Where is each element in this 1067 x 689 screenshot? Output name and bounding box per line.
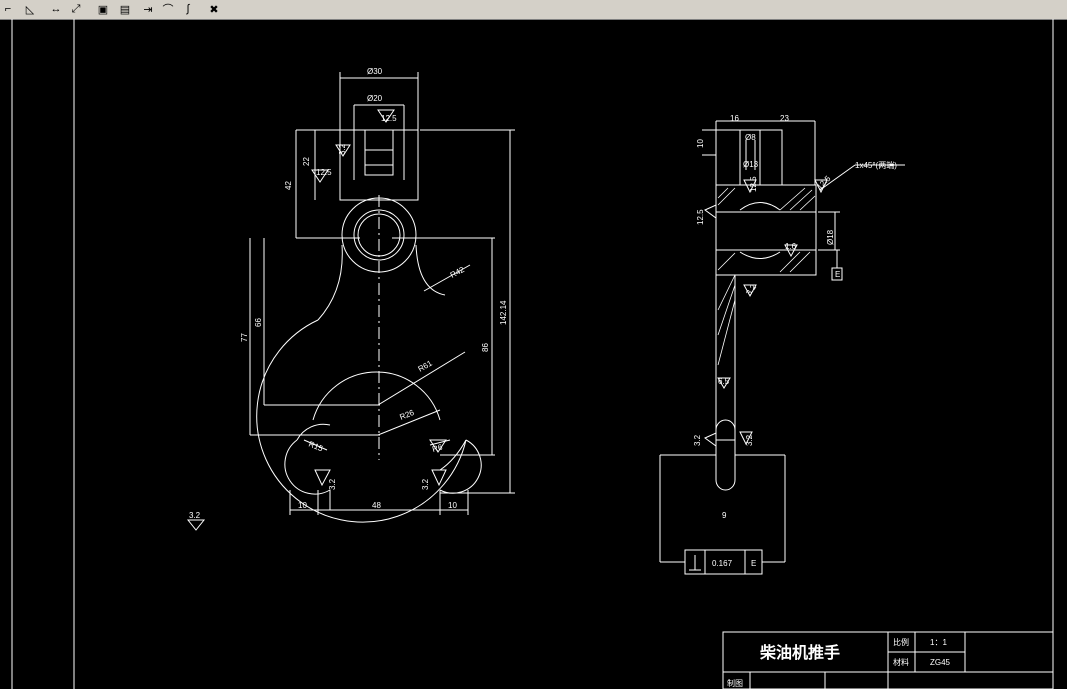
drawn-label: 制图 — [727, 678, 743, 688]
dim-h142: 142.14 — [499, 300, 508, 325]
dim-r42: R42 — [449, 265, 467, 280]
tolerance-value: 0.167 — [712, 559, 733, 568]
dim-d8: Ø8 — [745, 133, 756, 142]
dim-linear-icon[interactable]: ↔ — [50, 3, 62, 15]
dim-r12-5b: 12.5 — [696, 209, 705, 225]
dim-r6: R6 — [431, 442, 444, 453]
dim-h10: 10 — [696, 139, 705, 148]
dim-r12-5c: 12.5 — [749, 176, 758, 192]
dim-r15: R15 — [307, 440, 324, 454]
title-block — [722, 631, 1054, 689]
dim-d20: Ø20 — [367, 94, 383, 103]
dim-s3-2d: 3.2 — [693, 434, 702, 446]
dim-d18: Ø18 — [826, 229, 835, 245]
eraser-icon[interactable]: ✖ — [209, 3, 219, 16]
dim-w23: 23 — [780, 114, 789, 123]
line-tool-icon[interactable]: ⌐ — [4, 3, 12, 15]
material-label: 材料 — [893, 657, 909, 667]
dim-t6-5: 6.5 — [718, 377, 730, 386]
dim-s3-2-corner: 3.2 — [189, 511, 201, 520]
dim-h86: 86 — [481, 343, 490, 352]
drawing-canvas[interactable]: Ø30 Ø20 12.5 22 12.5 42 3.2 R42 142.14 6… — [0, 19, 1067, 689]
curve-icon[interactable]: ∫ — [186, 3, 190, 15]
dim-s3-2c: 3.2 — [421, 478, 430, 490]
dim-w9: 9 — [722, 511, 727, 520]
angle-tool-icon[interactable]: ◺ — [25, 3, 35, 16]
dim-w16: 16 — [730, 114, 739, 123]
dim-aligned-icon[interactable]: ⤢ — [71, 2, 81, 15]
dim-rough-12-5: 12.5 — [316, 168, 332, 177]
dim-r61: R61 — [417, 358, 435, 373]
dim-r12-5a: 12.5 — [815, 174, 833, 192]
extend-icon[interactable]: ⇥ — [143, 3, 153, 16]
title-block-labels: 柴油机推手 比例 1：1 材料 ZG45 制图 — [727, 637, 951, 688]
tolerance-datum: E — [751, 559, 756, 568]
front-view — [186, 72, 515, 531]
dim-w10-left: 10 — [298, 501, 307, 510]
dim-r26: R26 — [398, 408, 415, 422]
dim-s3-2b: 3.2 — [328, 478, 337, 490]
block-icon[interactable]: ▣ — [97, 3, 109, 16]
drawing-title: 柴油机推手 — [759, 643, 840, 662]
side-view-labels: 16 23 10 Ø8 Ø13 1x45°(两端) 12.5 12.5 12.5… — [693, 114, 897, 568]
insert-icon[interactable]: ▤ — [119, 3, 131, 16]
chamfer-note: 1x45°(两端) — [855, 160, 897, 170]
arc-icon[interactable]: ⌒ — [162, 4, 174, 16]
front-view-labels: Ø30 Ø20 12.5 22 12.5 42 3.2 R42 142.14 6… — [189, 67, 508, 520]
dim-w48: 48 — [372, 501, 381, 510]
dim-h42: 42 — [284, 181, 293, 190]
dim-w10-right: 10 — [448, 501, 457, 510]
scale-value: 1：1 — [930, 638, 947, 647]
dim-r12-5-top: 12.5 — [381, 114, 397, 123]
datum-label: E — [835, 270, 840, 279]
material-value: ZG45 — [930, 658, 951, 667]
dim-h77: 77 — [240, 333, 249, 342]
dim-h22: 22 — [302, 157, 311, 166]
dim-d13: Ø13 — [743, 160, 759, 169]
dim-d30: Ø30 — [367, 67, 383, 76]
dim-s3-2e: 3.2 — [745, 434, 754, 446]
toolbar: ⌐ ◺ ↔ ⤢ ▣ ▤ ⇥ ⌒ ∫ ✖ — [0, 0, 1067, 20]
dim-s3-2a: 3.2 — [338, 143, 347, 155]
dim-r1-6: 1.6 — [785, 242, 797, 251]
side-view — [659, 120, 905, 575]
scale-label: 比例 — [893, 637, 909, 647]
dim-h66: 66 — [254, 318, 263, 327]
